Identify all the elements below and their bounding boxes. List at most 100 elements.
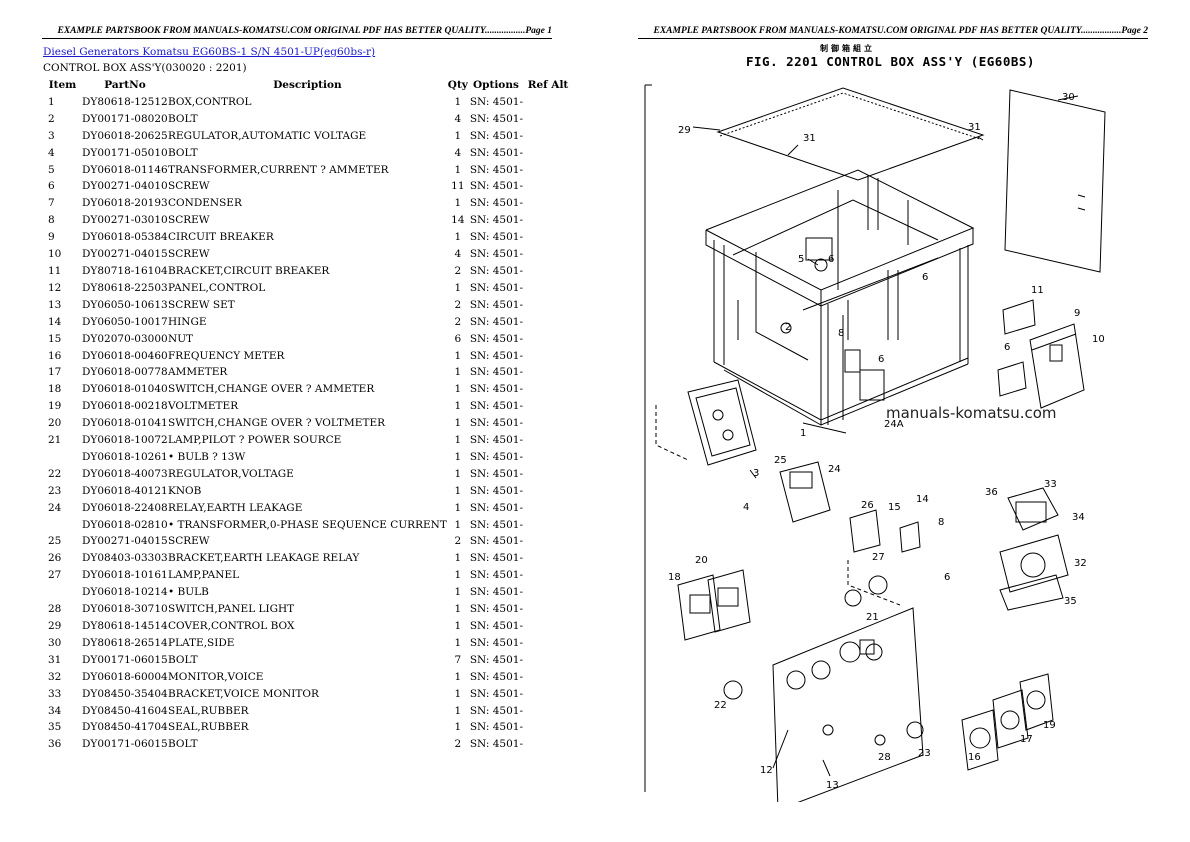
callout-29: 29 xyxy=(678,125,691,136)
table-row: DY06018-02810• TRANSFORMER,0-PHASE SEQUE… xyxy=(43,517,573,534)
cell-partno: DY06018-22408 xyxy=(82,501,168,514)
cell-qty: 1 xyxy=(454,197,462,210)
cell-partno: DY06018-00218 xyxy=(82,400,168,413)
cell-item: 11 xyxy=(48,264,62,277)
cell-partno: DY80618-26514 xyxy=(82,636,168,649)
breaker-bracket-drawing xyxy=(997,361,1027,397)
cell-item: 23 xyxy=(48,484,62,497)
cell-item: 24 xyxy=(48,501,62,514)
cell-partno: DY00171-08020 xyxy=(82,112,168,125)
cell-description: BOX,CONTROL xyxy=(168,95,252,108)
cell-ref-alt xyxy=(523,601,573,618)
cell-options: SN: 4501- xyxy=(469,95,524,108)
page-1-header: EXAMPLE PARTSBOOK FROM MANUALS-KOMATSU.C… xyxy=(42,26,552,39)
callout-17: 17 xyxy=(1020,734,1033,745)
cell-qty: 1 xyxy=(454,518,462,531)
cell-description: FREQUENCY METER xyxy=(168,349,285,362)
cell-qty: 1 xyxy=(454,586,462,599)
cell-item: 27 xyxy=(48,569,62,582)
cell-ref-alt xyxy=(523,280,573,297)
cell-options: SN: 4501- xyxy=(469,231,524,244)
cell-partno: DY06018-40121 xyxy=(82,484,168,497)
cell-ref-alt xyxy=(523,500,573,517)
cell-item: 19 xyxy=(48,400,62,413)
cell-options: SN: 4501- xyxy=(469,214,524,227)
callout-22: 22 xyxy=(714,700,727,711)
cell-options: SN: 4501- xyxy=(469,670,524,683)
cell-partno: DY00171-06015 xyxy=(82,738,168,751)
cell-options: SN: 4501- xyxy=(469,620,524,632)
cell-item: 10 xyxy=(48,248,62,261)
cell-item: 22 xyxy=(48,467,62,480)
cell-item: 34 xyxy=(48,704,62,717)
cell-qty: 1 xyxy=(454,484,462,497)
cell-partno: DY00271-04015 xyxy=(82,248,168,261)
cell-description: MONITOR,VOICE xyxy=(168,670,264,683)
cell-ref-alt xyxy=(523,94,573,111)
cell-ref-alt xyxy=(523,567,573,584)
cell-qty: 1 xyxy=(454,501,462,514)
cell-description: SCREW SET xyxy=(168,298,235,311)
cell-item: 18 xyxy=(48,383,62,396)
column-header-ref-alt: Ref Alt xyxy=(527,79,569,91)
cell-options: SN: 4501- xyxy=(469,248,524,261)
cell-partno: DY80618-12512 xyxy=(82,95,168,108)
cell-ref-alt xyxy=(523,178,573,195)
cell-options: SN: 4501- xyxy=(469,586,524,599)
cell-qty: 1 xyxy=(454,450,462,463)
cell-partno: DY00271-04015 xyxy=(82,535,168,548)
cell-description: BRACKET,VOICE MONITOR xyxy=(168,687,319,700)
knob-drawing xyxy=(906,721,924,739)
cell-partno: DY06018-01040 xyxy=(82,383,168,396)
callout-12: 12 xyxy=(760,765,773,776)
column-header-options: Options xyxy=(472,79,519,91)
cell-item xyxy=(43,449,82,466)
callout-16: 16 xyxy=(968,752,981,763)
cell-description: BOLT xyxy=(168,146,198,159)
cell-item: 21 xyxy=(48,434,62,447)
cell-partno: DY08403-03303 xyxy=(82,552,168,565)
cell-ref-alt xyxy=(523,314,573,331)
cell-partno: DY06018-01041 xyxy=(82,417,168,430)
cell-qty: 1 xyxy=(454,603,462,616)
cell-item: 32 xyxy=(48,670,62,683)
callout-6c: 6 xyxy=(1004,342,1010,353)
cell-options: SN: 4501- xyxy=(469,484,524,497)
cell-qty: 1 xyxy=(454,163,462,176)
cell-description: LAMP,PILOT ? POWER SOURCE xyxy=(168,434,342,447)
cell-ref-alt xyxy=(523,229,573,246)
cell-ref-alt xyxy=(523,331,573,348)
cell-qty: 1 xyxy=(454,721,462,734)
cell-qty: 1 xyxy=(454,687,462,700)
cell-item: 29 xyxy=(48,620,62,632)
partsbook-link[interactable]: Diesel Generators Komatsu EG60BS-1 S/N 4… xyxy=(43,46,376,58)
callout-1: 1 xyxy=(800,428,806,439)
cell-options: SN: 4501- xyxy=(469,315,524,328)
callout-26: 26 xyxy=(861,500,874,511)
circuit-breaker-drawing xyxy=(1029,323,1085,409)
figure-kanji-title: 制御箱組立 xyxy=(820,44,875,53)
cell-item: 7 xyxy=(48,197,55,210)
cell-description: • BULB xyxy=(168,586,209,599)
cell-qty: 4 xyxy=(454,112,462,125)
cell-partno: DY06018-10214 xyxy=(82,586,168,599)
cell-options: SN: 4501- xyxy=(469,636,524,649)
callout-15: 15 xyxy=(888,502,901,513)
cell-description: CIRCUIT BREAKER xyxy=(168,231,274,244)
cell-item: 28 xyxy=(48,603,62,616)
cell-partno: DY06018-10261 xyxy=(82,450,168,463)
callout-6e: 6 xyxy=(944,572,950,583)
cell-qty: 7 xyxy=(454,653,462,666)
